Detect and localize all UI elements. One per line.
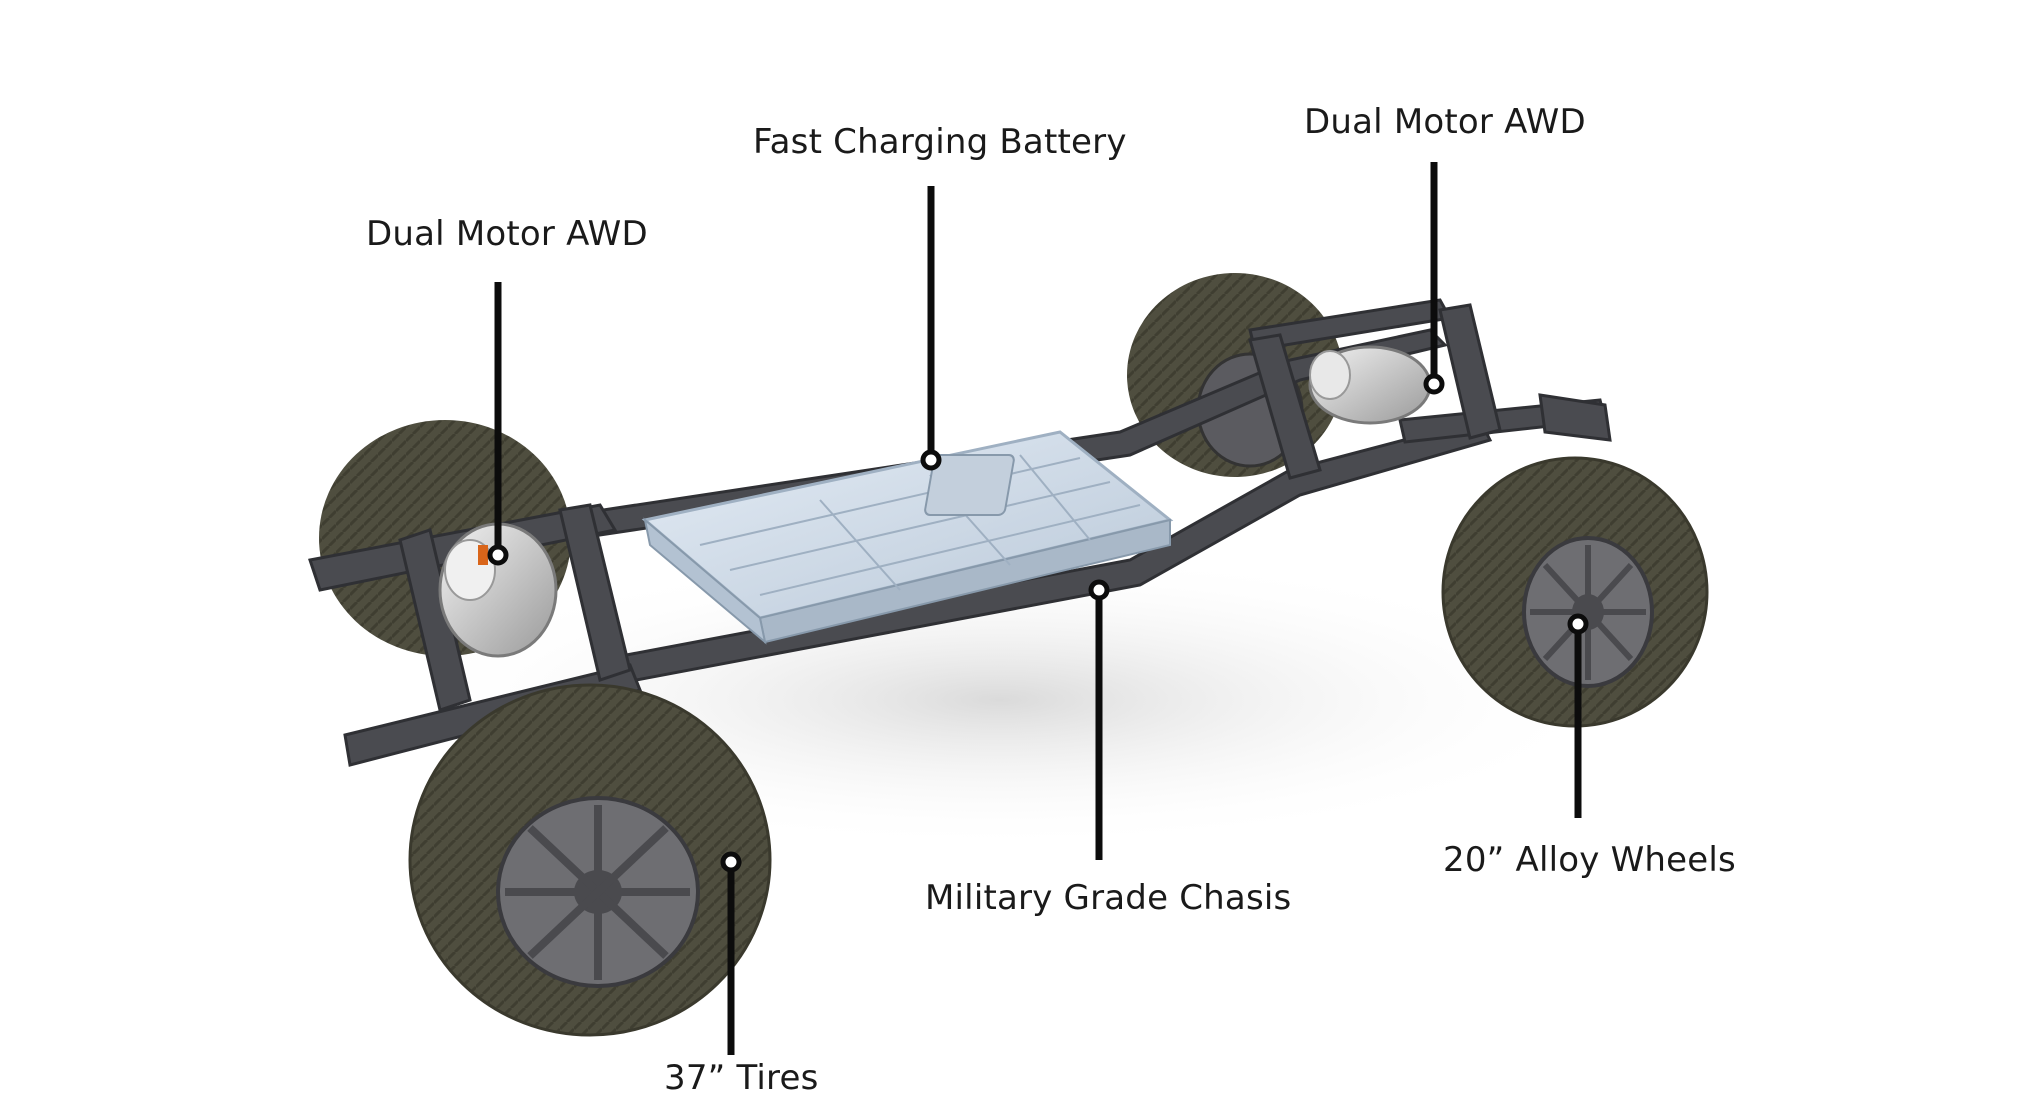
- anchor-chassis: [1088, 579, 1110, 601]
- front-motor: [438, 522, 558, 658]
- wheel-front-right: [408, 683, 772, 1037]
- label-tires: 37” Tires: [664, 1058, 819, 1098]
- label-wheels: 20” Alloy Wheels: [1443, 840, 1736, 880]
- anchor-motor-front: [487, 544, 509, 566]
- label-chassis: Military Grade Chasis: [925, 878, 1292, 918]
- anchor-battery: [920, 449, 942, 471]
- wheel-rear-right: [1441, 456, 1709, 728]
- anchor-motor-rear: [1423, 373, 1445, 395]
- battery-pack: [641, 430, 1174, 645]
- anchor-dots: [487, 373, 1589, 873]
- chassis-diagram: Dual Motor AWD Fast Charging Battery Dua…: [308, 102, 1736, 1098]
- rear-motor: [1308, 345, 1432, 425]
- label-battery: Fast Charging Battery: [753, 122, 1127, 162]
- label-motor-rear: Dual Motor AWD: [1304, 102, 1586, 142]
- chassis-illustration: [308, 162, 1709, 1055]
- anchor-tires: [720, 851, 742, 873]
- anchor-wheels: [1567, 613, 1589, 635]
- leaders: [494, 162, 1582, 1055]
- label-motor-front: Dual Motor AWD: [366, 214, 648, 254]
